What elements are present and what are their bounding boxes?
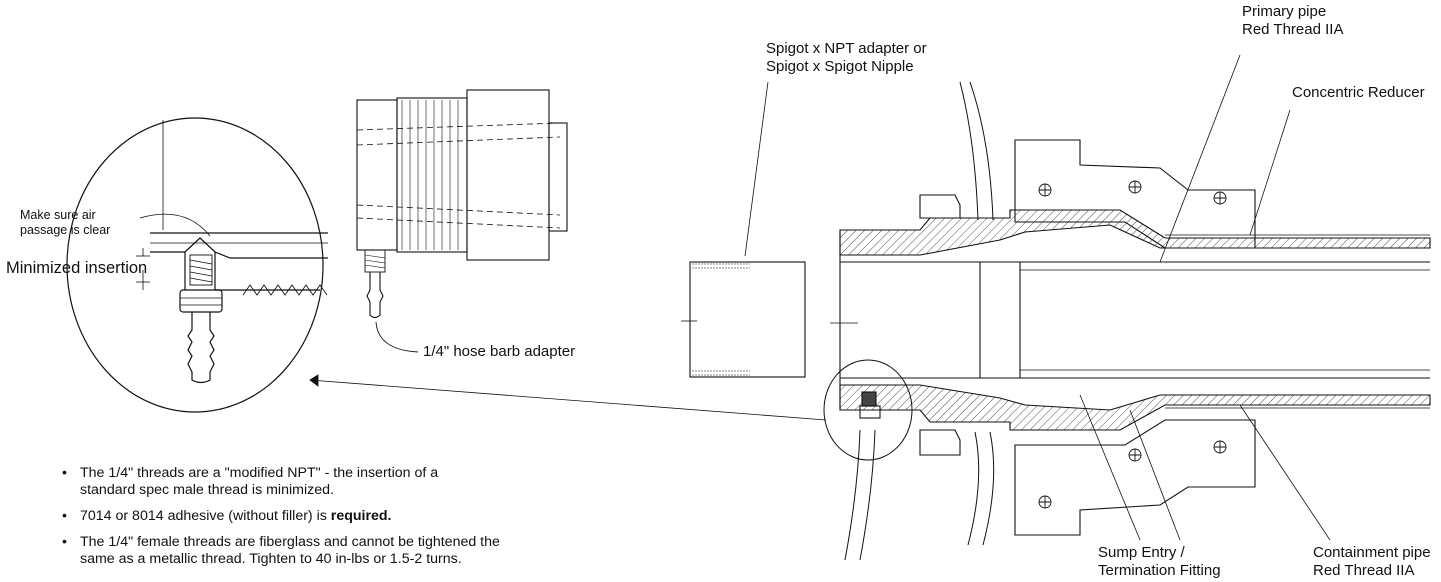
note-3-line2: same as a metallic thread. Tighten to 40… bbox=[80, 551, 462, 567]
air-passage-label-line1: Make sure air bbox=[20, 208, 96, 222]
sump-entry-label: Sump Entry / Termination Fitting bbox=[1098, 544, 1221, 580]
sump-entry-label-line1: Sump Entry / bbox=[1098, 544, 1185, 561]
hose-barb-label: 1/4" hose barb adapter bbox=[423, 343, 576, 360]
detail-hose-barb bbox=[179, 254, 223, 384]
spigot-adapter-label-line2: Spigot x Spigot Nipple bbox=[766, 58, 914, 75]
note-1-line2: standard spec male thread is minimized. bbox=[80, 482, 334, 498]
small-hose-barb bbox=[364, 249, 386, 319]
note-modified-npt: The 1/4" threads are a "modified NPT" - … bbox=[60, 465, 620, 499]
detail-magnified-view bbox=[66, 117, 328, 413]
female-thread-adapter bbox=[356, 89, 568, 353]
upper-fitting-section bbox=[839, 209, 1431, 256]
lower-flange-plate bbox=[1014, 419, 1256, 536]
containment-pipe-label: Containment pipe Red Thread IIA bbox=[1313, 544, 1431, 580]
containment-pipe-label-line1: Containment pipe bbox=[1313, 544, 1431, 561]
note-2-text: 7014 or 8014 adhesive (without filler) i… bbox=[80, 508, 331, 524]
installation-notes: The 1/4" threads are a "modified NPT" - … bbox=[60, 465, 620, 577]
primary-pipe-label-line1: Primary pipe bbox=[1242, 3, 1327, 20]
spigot-nipple bbox=[681, 81, 858, 378]
lower-fitting-section bbox=[839, 384, 1431, 431]
sump-entry-label-line2: Termination Fitting bbox=[1098, 562, 1221, 579]
note-2-bold: required. bbox=[330, 508, 392, 524]
note-1-line1: The 1/4" threads are a "modified NPT" - … bbox=[80, 465, 439, 481]
note-tightening: The 1/4" female threads are fiberglass a… bbox=[60, 534, 620, 568]
spigot-adapter-label: Spigot x NPT adapter or Spigot x Spigot … bbox=[766, 40, 927, 76]
main-assembly bbox=[823, 81, 1431, 561]
detail-fitting-section bbox=[150, 120, 328, 296]
spigot-adapter-label-line1: Spigot x NPT adapter or bbox=[766, 40, 927, 57]
containment-pipe-label-line2: Red Thread IIA bbox=[1313, 562, 1415, 579]
note-adhesive: 7014 or 8014 adhesive (without filler) i… bbox=[60, 508, 620, 525]
air-passage-label-line2: passage is clear bbox=[20, 223, 111, 237]
minimized-insertion-label: Minimized insertion bbox=[6, 259, 148, 277]
note-3-line1: The 1/4" female threads are fiberglass a… bbox=[80, 534, 500, 550]
concentric-reducer-label: Concentric Reducer bbox=[1292, 84, 1425, 101]
air-passage-label: Make sure air passage is clear bbox=[20, 208, 110, 238]
primary-pipe-label-line2: Red Thread IIA bbox=[1242, 21, 1344, 38]
leader-lines bbox=[309, 54, 1331, 541]
primary-pipe-label: Primary pipe Red Thread IIA bbox=[1242, 3, 1343, 39]
